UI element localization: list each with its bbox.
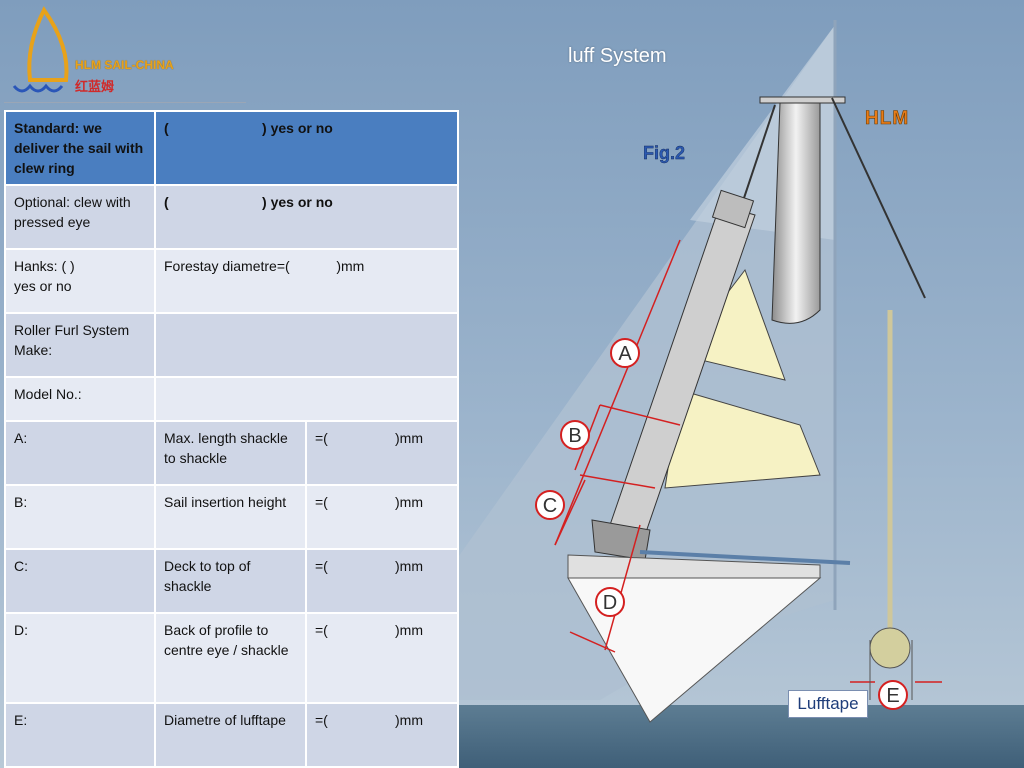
table-row: Roller Furl System Make: [4, 312, 459, 378]
marker-e-label: E [886, 685, 899, 707]
row-value[interactable]: ( ) yes or no [154, 110, 459, 186]
row-label: A: [4, 420, 156, 486]
row-label: D: [4, 612, 156, 704]
marker-d-label: D [603, 592, 617, 614]
row-mm-value[interactable]: =()mm [305, 484, 459, 550]
marker-a-label: A [618, 343, 632, 365]
marker-c-label: C [543, 495, 557, 517]
spec-table: Standard: we deliver the sail with clew … [4, 110, 459, 768]
row-value[interactable]: ( ) yes or no [154, 184, 459, 250]
logo-divider [4, 102, 246, 103]
foil-top-cap [759, 96, 846, 104]
row-label: Model No.: [4, 376, 156, 422]
table-row: Hanks: ( ) yes or no Forestay diametre=(… [4, 248, 459, 314]
row-desc: Deck to top of shackle [154, 548, 307, 614]
table-row: Model No.: [4, 376, 459, 422]
row-value[interactable] [154, 376, 459, 422]
row-value[interactable]: Forestay diametre=( )mm [154, 248, 459, 314]
row-mm-value[interactable]: =()mm [305, 702, 459, 768]
slide-title: luff System [568, 45, 667, 67]
logo-name-cn: 红蓝姆 [75, 80, 115, 95]
lufftape-bead [869, 627, 911, 669]
row-label: B: [4, 484, 156, 550]
marker-d: D [595, 587, 625, 617]
lufftape-label: Lufftape [788, 690, 868, 718]
row-mm-value[interactable]: =()mm [305, 612, 459, 704]
row-value[interactable] [154, 312, 459, 378]
marker-a: A [610, 338, 640, 368]
row-desc: Back of profile to centre eye / shackle [154, 612, 307, 704]
table-row: D: Back of profile to centre eye / shack… [4, 612, 459, 704]
marker-b-label: B [568, 425, 581, 447]
stay-line [739, 104, 776, 211]
furling-line [639, 550, 851, 565]
sail-logo-icon [12, 6, 69, 93]
row-desc: Sail insertion height [154, 484, 307, 550]
sea [456, 705, 1024, 768]
table-row: Optional: clew with pressed eye ( ) yes … [4, 184, 459, 250]
row-label: E: [4, 702, 156, 768]
row-label: Optional: clew with pressed eye [4, 184, 156, 250]
table-row: B: Sail insertion height =()mm [4, 484, 459, 550]
marker-e: E [878, 680, 908, 710]
forestay-wire [831, 97, 926, 299]
logo-name-en: HLM SAIL-CHINA [75, 58, 174, 72]
row-label: Hanks: ( ) yes or no [4, 248, 156, 314]
row-label: Roller Furl System Make: [4, 312, 156, 378]
company-logo [4, 6, 248, 102]
row-label: Standard: we deliver the sail with clew … [4, 110, 156, 186]
row-mm-value[interactable]: =()mm [305, 420, 459, 486]
dimension-lines [554, 239, 942, 683]
table-row: A: Max. length shackle to shackle =()mm [4, 420, 459, 486]
row-mm-value[interactable]: =()mm [305, 548, 459, 614]
table-row: Standard: we deliver the sail with clew … [4, 110, 459, 186]
hlm-brand-mark: HLM [865, 108, 910, 130]
figure-label: Fig.2 [643, 143, 686, 163]
swivel [711, 189, 755, 229]
row-desc: Diametre of lufftape [154, 702, 307, 768]
row-label: C: [4, 548, 156, 614]
table-row: C: Deck to top of shackle =()mm [4, 548, 459, 614]
table-row: E: Diametre of lufftape =()mm [4, 702, 459, 768]
foil-section [771, 102, 821, 324]
marker-b: B [560, 420, 590, 450]
row-desc: Max. length shackle to shackle [154, 420, 307, 486]
marker-c: C [535, 490, 565, 520]
